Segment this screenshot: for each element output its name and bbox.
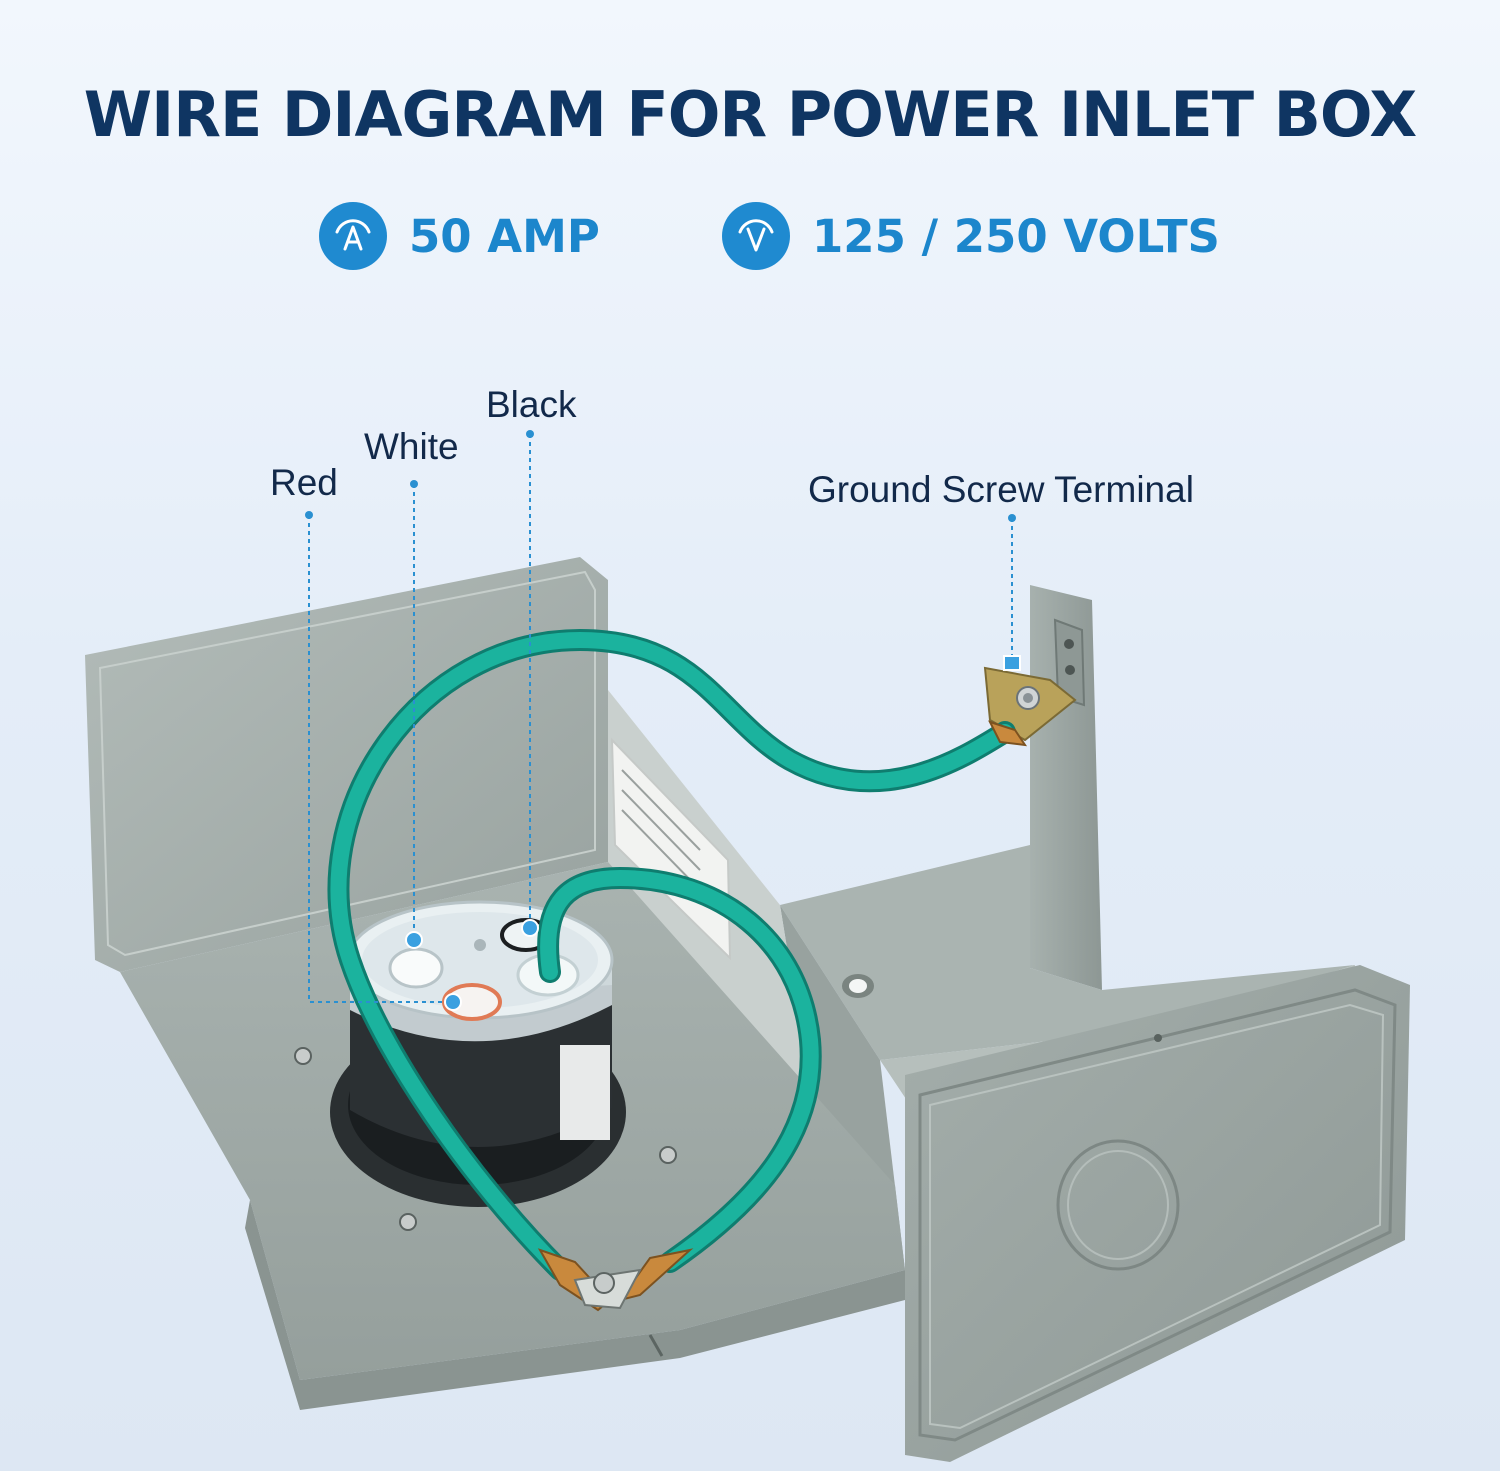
callout-ground-screw-terminal: Ground Screw Terminal: [808, 469, 1194, 510]
callout-white: White: [364, 426, 459, 467]
voltage-icon: [722, 202, 790, 270]
spec-voltage-text: 125 / 250 VOLTS: [812, 209, 1220, 263]
callout-leaders: [308, 434, 1013, 1003]
ground-wires: [327, 628, 1016, 1281]
ampere-icon: [319, 202, 387, 270]
callout-dots: [305, 430, 1021, 1011]
wire-lugs: [537, 720, 1028, 1312]
enclosure-box: [780, 585, 1410, 1462]
spec-voltage: 125 / 250 VOLTS: [722, 201, 1220, 271]
callout-black: Black: [486, 384, 577, 425]
callout-red: Red: [270, 462, 338, 503]
spec-amperage: 50 AMP: [319, 201, 600, 271]
page-title: WIRE DIAGRAM FOR POWER INLET BOX: [83, 78, 1417, 151]
spec-amperage-text: 50 AMP: [409, 209, 600, 263]
